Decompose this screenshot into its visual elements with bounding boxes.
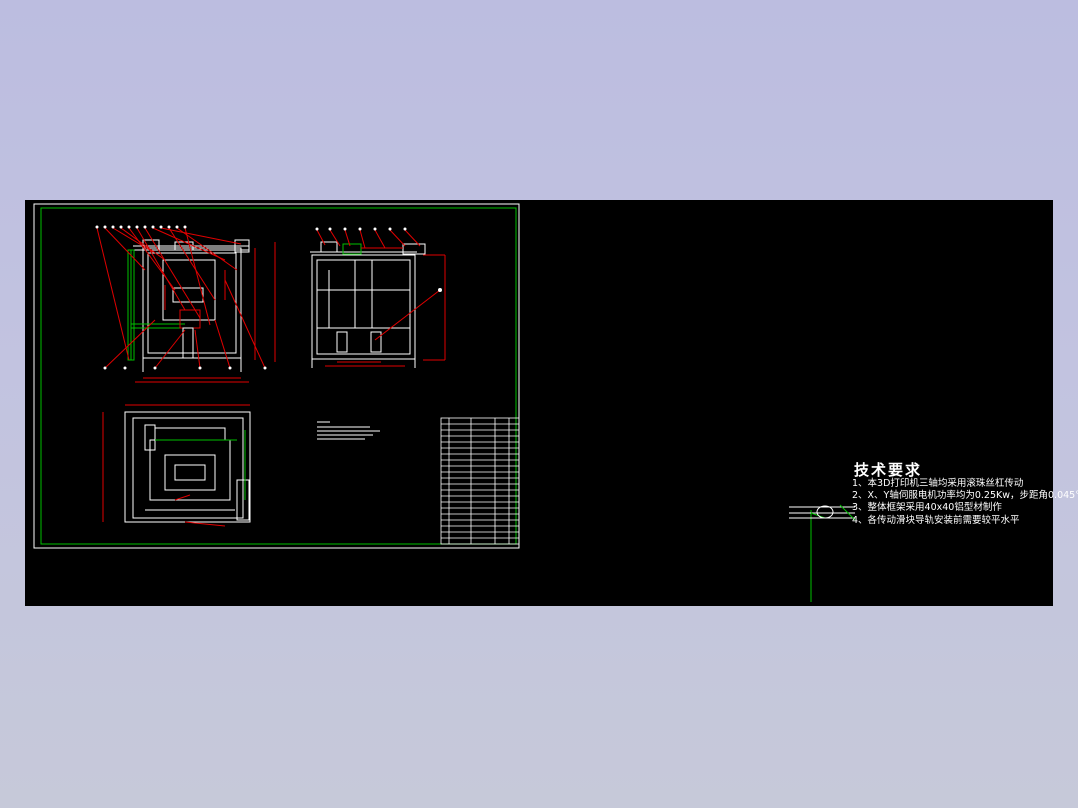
technical-requirements-title: 技术要求 (854, 461, 923, 479)
detail-callout (789, 504, 856, 602)
parts-list-table (440, 417, 520, 545)
front-view (95, 225, 276, 383)
side-view (310, 227, 446, 368)
cad-drawing-viewport[interactable]: 技术要求 1、本3D打印机三轴均采用滚珠丝杠传动 2、X、Y轴伺服电机功率均为0… (25, 200, 1078, 606)
technical-requirement-2: 2、X、Y轴伺服电机功率均为0.25Kw，步距角0.045° (852, 490, 1078, 501)
sheet-inner-border (40, 207, 517, 545)
technical-requirement-4: 4、各传动滑块导轨安装前需要较平水平 (852, 515, 1020, 526)
technical-requirement-3: 3、整体框架采用40x40铝型材制作 (852, 502, 1002, 513)
cad-drawing-canvas (33, 203, 856, 602)
top-view (102, 404, 251, 527)
sheet-outer-border (33, 203, 520, 549)
notes-block (317, 421, 380, 440)
technical-requirement-1: 1、本3D打印机三轴均采用滚珠丝杠传动 (852, 478, 1024, 489)
